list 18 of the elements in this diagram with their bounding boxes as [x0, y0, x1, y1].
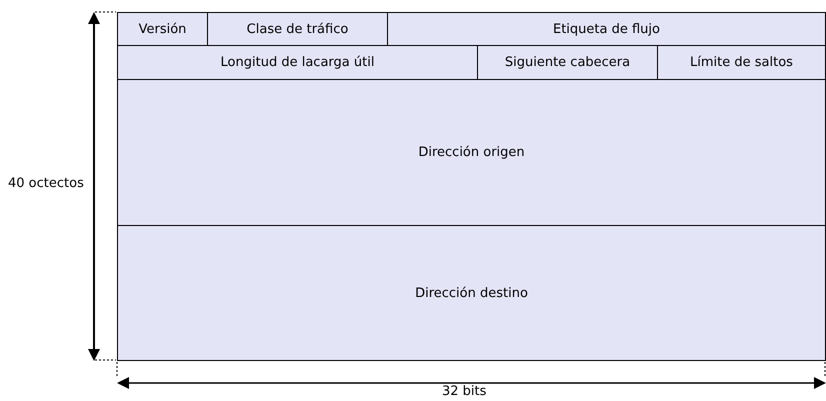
field-label: Límite de saltos	[690, 55, 793, 70]
header-field	[117, 225, 826, 361]
field-label: Etiqueta de flujo	[553, 22, 660, 36]
header-field	[657, 45, 826, 80]
field-label: Longitud de lacarga útil	[220, 55, 374, 70]
dimension-label: 40 octectos	[8, 176, 84, 191]
header-field	[207, 12, 388, 46]
header-field	[117, 12, 208, 46]
field-label: Clase de tráfico	[246, 22, 348, 36]
header-field	[477, 45, 658, 80]
dimension-label: 32 bits	[442, 384, 486, 399]
field-label: Versión	[138, 22, 186, 36]
header-field	[117, 45, 478, 80]
header-field	[117, 79, 826, 226]
field-label: Siguiente cabecera	[504, 55, 630, 70]
field-label: Dirección destino	[415, 286, 528, 300]
header-field	[387, 12, 826, 46]
field-label: Dirección origen	[418, 145, 525, 160]
